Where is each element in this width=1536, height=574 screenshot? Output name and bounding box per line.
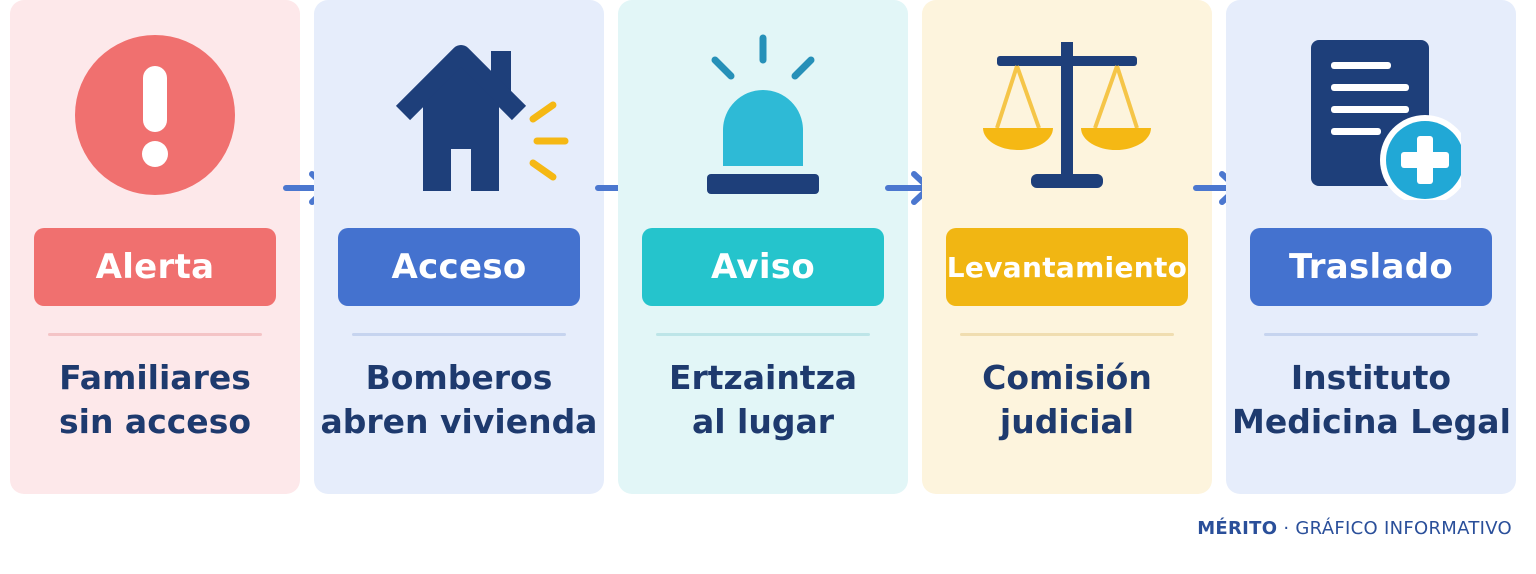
step-description: Bomberos abren vivienda	[320, 356, 598, 444]
step-card-acceso: Acceso Bomberos abren vivienda	[314, 0, 604, 494]
divider	[656, 333, 870, 336]
step-card-alerta: Alerta Familiares sin acceso	[10, 0, 300, 494]
step-description: Comisión judicial	[928, 356, 1206, 444]
description-line: judicial	[999, 402, 1135, 441]
divider	[960, 333, 1174, 336]
footer-brand: MÉRITO	[1197, 518, 1278, 539]
step-label: Alerta	[34, 228, 276, 306]
step-label: Traslado	[1250, 228, 1492, 306]
description-line: Comisión	[982, 358, 1152, 397]
step-card-traslado: Traslado Instituto Medicina Legal	[1226, 0, 1516, 494]
scales-icon	[922, 30, 1212, 200]
description-line: Instituto	[1290, 358, 1452, 397]
description-line: Medicina Legal	[1232, 402, 1511, 441]
step-card-aviso: Aviso Ertzaintza al lugar	[618, 0, 908, 494]
step-description: Familiares sin acceso	[16, 356, 294, 444]
footer-separator: ·	[1277, 518, 1296, 539]
description-line: Ertzaintza	[668, 358, 858, 397]
divider	[1264, 333, 1478, 336]
medical-document-icon	[1226, 30, 1516, 200]
description-line: Familiares	[59, 358, 251, 397]
description-line: abren vivienda	[320, 402, 598, 441]
description-line: sin acceso	[58, 402, 252, 441]
divider	[352, 333, 566, 336]
divider	[48, 333, 262, 336]
step-description: Instituto Medicina Legal	[1232, 356, 1511, 444]
alert-icon	[10, 30, 300, 200]
house-icon	[314, 30, 604, 200]
step-label: Acceso	[338, 228, 580, 306]
step-label: Levantamiento	[946, 228, 1188, 306]
footer-caption: GRÁFICO INFORMATIVO	[1295, 518, 1512, 539]
description-line: al lugar	[691, 402, 835, 441]
description-line: Bomberos	[365, 358, 553, 397]
step-label: Aviso	[642, 228, 884, 306]
step-description: Ertzaintza al lugar	[624, 356, 902, 444]
step-card-levantamiento: Levantamiento Comisión judicial	[922, 0, 1212, 494]
footer-credit: MÉRITO · GRÁFICO INFORMATIVO	[1197, 518, 1512, 539]
siren-icon	[618, 30, 908, 200]
